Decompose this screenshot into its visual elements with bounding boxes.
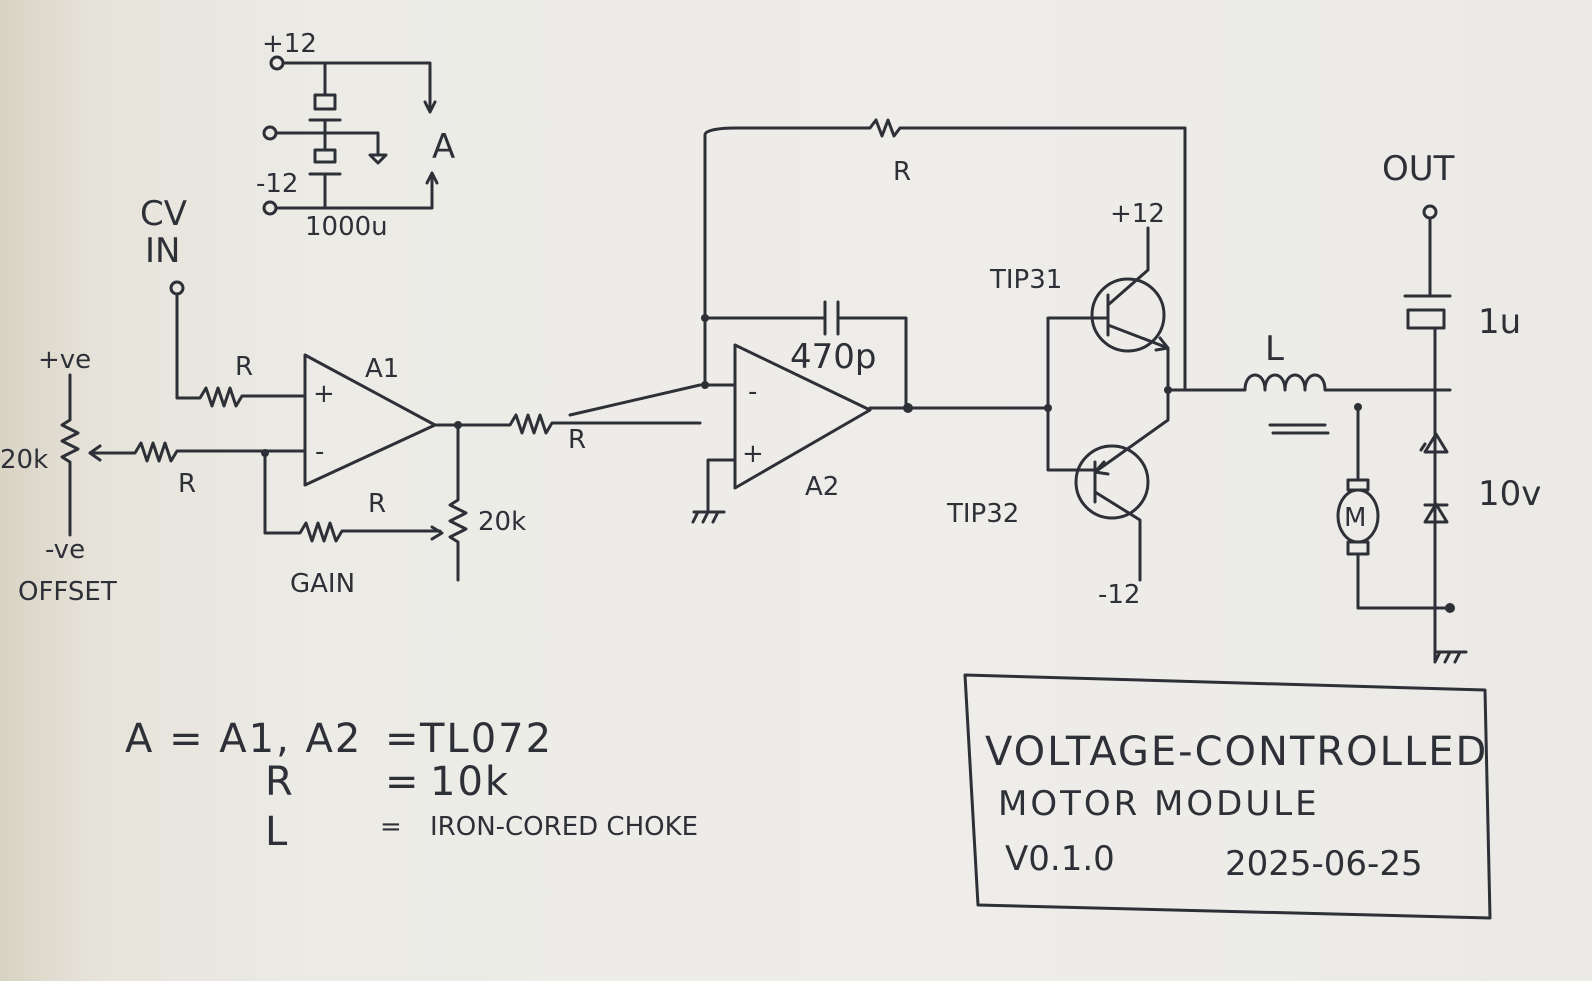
a1-minus: - — [315, 437, 324, 467]
zener-label: 10v — [1478, 474, 1541, 514]
r3-label: R — [368, 489, 386, 519]
power-pos-label: +12 — [262, 29, 317, 59]
r4-label: R — [568, 425, 586, 455]
note-key-1: R — [265, 759, 295, 805]
note-value-1: 10k — [430, 759, 510, 805]
r2-label: R — [178, 469, 196, 499]
tip32-label: TIP32 — [946, 499, 1019, 529]
pot-value-label: 20k — [0, 445, 48, 475]
note-eq-0: = — [385, 716, 421, 762]
integrator-stage: R R 470p - + A2 — [458, 118, 1187, 524]
power-cap-label: 1000u — [305, 212, 388, 242]
power-neg-label: -12 — [256, 169, 298, 199]
offset-label: OFFSET — [18, 577, 117, 607]
title-line2: MOTOR MODULE — [998, 784, 1320, 824]
power-amp-label: A — [432, 127, 455, 167]
title-block: VOLTAGE-CONTROLLED MOTOR MODULE V0.1.0 2… — [963, 673, 1492, 920]
cv-label-1: CV — [140, 194, 187, 234]
tip31-label: TIP31 — [989, 265, 1062, 295]
pot-pos-label: +ve — [38, 345, 91, 375]
a1-plus: + — [313, 379, 335, 409]
r1-label: R — [235, 352, 253, 382]
t-pos-label: +12 — [1110, 199, 1165, 229]
title-date: 2025-06-25 — [1225, 844, 1423, 884]
feedback-r-label: R — [893, 157, 911, 187]
note-value-0: TL072 — [419, 716, 553, 762]
output-stage: +12 -12 TIP31 TIP32 L M OUT 1u 10v — [946, 149, 1541, 664]
note-eq-2: = — [380, 812, 402, 842]
cap470-label: 470p — [790, 337, 876, 377]
gain-pot-label: 20k — [478, 507, 526, 537]
note-value-2: IRON-CORED CHOKE — [430, 812, 698, 842]
t-neg-label: -12 — [1098, 580, 1140, 610]
title-line1: VOLTAGE-CONTROLLED — [985, 729, 1488, 775]
input-stage: CV IN R +ve 20k -ve OFFSET R + - A1 R 20… — [0, 194, 526, 607]
a2-minus: - — [748, 377, 757, 407]
pot-neg-label: -ve — [45, 535, 85, 565]
inductor-label: L — [1265, 329, 1284, 369]
cv-label-2: IN — [145, 231, 180, 271]
a2-plus: + — [742, 439, 764, 469]
note-eq-1: = — [385, 759, 421, 805]
note-key-2: L — [265, 809, 289, 855]
title-version: V0.1.0 — [1005, 839, 1115, 879]
note-key-0: A = A1, A2 — [125, 716, 362, 762]
out-label: OUT — [1382, 149, 1455, 189]
gain-label: GAIN — [290, 569, 355, 599]
a2-label: A2 — [805, 472, 839, 502]
motor-label: M — [1344, 503, 1366, 533]
cap-out-label: 1u — [1478, 302, 1521, 342]
component-notes: A = A1, A2 = TL072 R = 10k L = IRON-CORE… — [125, 716, 698, 855]
a1-label: A1 — [365, 354, 399, 384]
power-supply-section: +12 -12 1000u A — [256, 29, 455, 242]
